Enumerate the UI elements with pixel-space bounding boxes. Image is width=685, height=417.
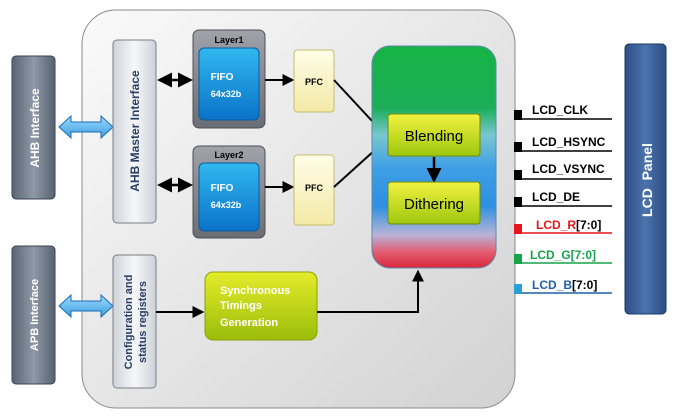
ahb-interface-block: AHB Interface [11,55,56,200]
signal-stub-lcd-r [514,224,522,234]
layer2-fifo [198,162,260,232]
signal-stub-lcd-hsync [514,142,522,152]
sync-timings-label-line2: Timings [220,300,262,312]
layer1-fifo [198,47,260,121]
blending-label: Blending [405,128,463,145]
pfc2-label: PFC [305,183,324,193]
layer1-fifo-label: FIFO [211,72,234,83]
layer1-title: Layer1 [214,35,243,45]
sync-timings-label-line1: Synchronous [220,285,290,297]
layer2-fifo-label: FIFO [211,183,234,194]
dithering-label: Dithering [404,196,464,213]
lcd-panel-label: LCD Panel [639,143,655,217]
layer2-title: Layer2 [214,150,243,160]
layer1-fifo-size: 64x32b [211,89,242,99]
signal-label-lcd-g-bits: [7:0] [571,248,596,262]
pfc2-block: PFC [293,154,335,226]
signal-stub-lcd-g [514,254,522,264]
signal-stub-lcd-b [514,284,522,294]
signal-stub-lcd-clk [514,110,522,120]
config-status-label-line2: status registers [137,281,149,363]
signal-label-lcd-vsync: LCD_VSYNC [532,162,605,176]
signal-stub-lcd-vsync [514,170,522,180]
sync-to-pipeline-arrow [317,269,424,313]
blending-block: Blending [387,113,481,157]
signal-label-lcd-r-bits: [7:0] [576,218,601,232]
pfc1-label: PFC [305,77,324,87]
dithering-block: Dithering [387,181,481,225]
config-status-registers-block: Configuration and status registers [112,254,157,389]
apb-interface-block: APB Interface [11,245,56,385]
sync-timings-block: Synchronous Timings Generation [204,271,318,341]
pfc1-block: PFC [293,49,335,113]
signal-label-lcd-b: LCD_B[7:0] [532,278,597,292]
layer2-fifo-size: 64x32b [211,200,242,210]
apb-interface-label: APB Interface [29,279,41,351]
signal-stub-lcd-de [514,197,522,207]
signal-label-lcd-b-name: LCD_B [532,278,572,292]
signal-label-lcd-clk: LCD_CLK [532,103,588,117]
ahb-interface-label: AHB Interface [28,88,42,168]
config-status-label-line1: Configuration and [123,275,135,370]
layer1-block: Layer1 FIFO 64x32b [192,29,266,129]
signal-label-lcd-g-name: LCD_G [530,248,571,262]
ahb-master-interface-block: AHB Master Interface [112,39,157,224]
layer2-block: Layer2 FIFO 64x32b [192,145,266,239]
signal-label-lcd-r-name: LCD_R [536,218,576,232]
signal-label-lcd-de: LCD_DE [532,190,580,204]
signal-label-lcd-hsync: LCD_HSYNC [532,135,606,149]
lcd-panel-block: LCD Panel [624,43,667,315]
ahb-master-interface-label: AHB Master Interface [128,70,142,192]
sync-timings-label-line3: Generation [220,317,278,329]
signal-label-lcd-g: LCD_G[7:0] [530,248,596,262]
signal-label-lcd-r: LCD_R[7:0] [536,218,601,232]
signal-label-lcd-b-bits: [7:0] [572,278,597,292]
